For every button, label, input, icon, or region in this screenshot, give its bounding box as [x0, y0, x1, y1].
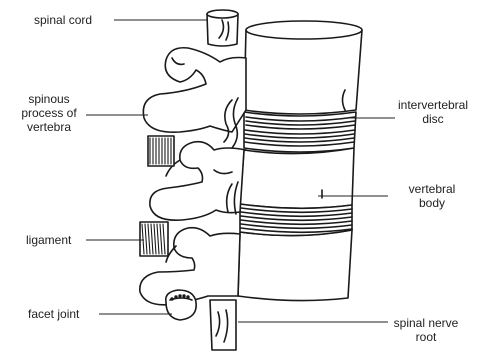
- label-intervertebral-line2: disc: [388, 112, 478, 126]
- label-spinal-cord: spinal cord: [34, 13, 92, 27]
- label-spinous-line2: process of: [12, 106, 86, 120]
- spinal-nerve-root: [210, 300, 236, 350]
- label-spinous-line1: spinous: [12, 92, 86, 106]
- label-spinal-nerve-root: spinal nerve root: [380, 316, 472, 344]
- ligament-lower: [140, 222, 168, 256]
- label-intervertebral-line1: intervertebral: [388, 98, 478, 112]
- vertebral-body-stack: [238, 21, 362, 301]
- label-vertebral-line1: vertebral: [392, 182, 472, 196]
- label-spinous-line3: vertebra: [12, 120, 86, 134]
- label-vertebral-body: vertebral body: [392, 182, 472, 210]
- label-nerve-line2: root: [380, 330, 472, 344]
- facet-joint: [166, 290, 196, 320]
- label-nerve-line1: spinal nerve: [380, 316, 472, 330]
- label-ligament: ligament: [26, 233, 71, 247]
- spinous-process-top: [143, 48, 246, 132]
- label-spinous-process: spinous process of vertebra: [12, 92, 86, 134]
- intervertebral-disc-lower: [240, 204, 352, 236]
- label-intervertebral-disc: intervertebral disc: [388, 98, 478, 126]
- intervertebral-disc-upper: [244, 112, 356, 152]
- label-vertebral-line2: body: [392, 196, 472, 210]
- ligament-upper: [148, 136, 174, 166]
- label-facet-joint: facet joint: [28, 307, 79, 321]
